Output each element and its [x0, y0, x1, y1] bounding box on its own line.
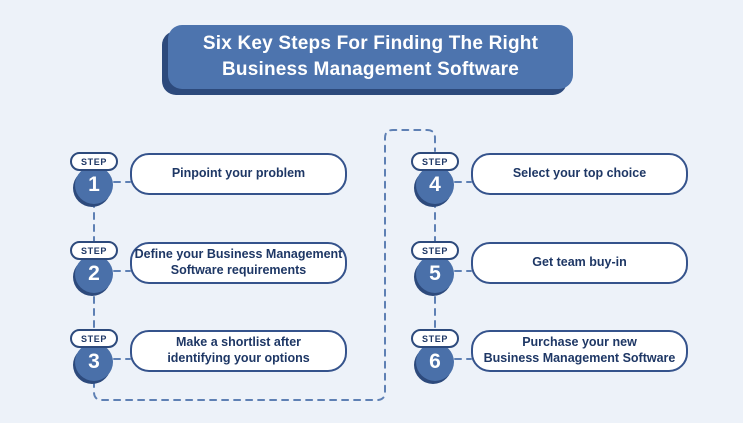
step-6-number: 6 — [416, 343, 454, 381]
step-3-text-line1: Make a shortlist after — [175, 335, 302, 350]
step-1-box: Pinpoint your problem — [130, 153, 347, 195]
step-4-pill-label: STEP — [411, 152, 459, 171]
title-line-1: Six Key Steps For Finding The Right — [202, 33, 539, 55]
step-3-box: Make a shortlist after identifying your … — [130, 330, 347, 372]
step-4-badge: STEP 4 — [409, 152, 461, 204]
step-5-text-line1: Get team buy-in — [532, 255, 627, 270]
step-3-text-line2: identifying your options — [167, 351, 310, 365]
step-2-badge: STEP 2 — [68, 241, 120, 293]
step-6-pill-label: STEP — [411, 329, 459, 348]
step-5-pill-label: STEP — [411, 241, 459, 260]
step-4-box: Select your top choice — [471, 153, 688, 195]
step-1-text-line1: Pinpoint your problem — [171, 166, 306, 181]
step-6-badge: STEP 6 — [409, 329, 461, 381]
title-line-2: Business Management Software — [221, 59, 519, 80]
step-6-box: Purchase your new Business Management So… — [471, 330, 688, 372]
step-2-number: 2 — [75, 255, 113, 293]
step-5-badge: STEP 5 — [409, 241, 461, 293]
step-3-number: 3 — [75, 343, 113, 381]
step-5-box: Get team buy-in — [471, 242, 688, 284]
step-2-text-line1: Define your Business Management — [134, 247, 343, 262]
title-banner: Six Key Steps For Finding The Right Busi… — [168, 25, 573, 89]
step-1-number: 1 — [75, 166, 113, 204]
step-6-text-line1: Purchase your new — [522, 335, 637, 350]
step-6-text-line2: Business Management Software — [483, 351, 676, 365]
main-flow-path — [93, 129, 436, 401]
step-2-pill-label: STEP — [70, 241, 118, 260]
step-4-text-line1: Select your top choice — [512, 166, 647, 181]
step-1-pill-label: STEP — [70, 152, 118, 171]
step-3-badge: STEP 3 — [68, 329, 120, 381]
step-2-text-line2: Software requirements — [170, 263, 307, 277]
step-1-badge: STEP 1 — [68, 152, 120, 204]
step-4-number: 4 — [416, 166, 454, 204]
step-3-pill-label: STEP — [70, 329, 118, 348]
step-5-number: 5 — [416, 255, 454, 293]
step-2-box: Define your Business Management Software… — [130, 242, 347, 284]
